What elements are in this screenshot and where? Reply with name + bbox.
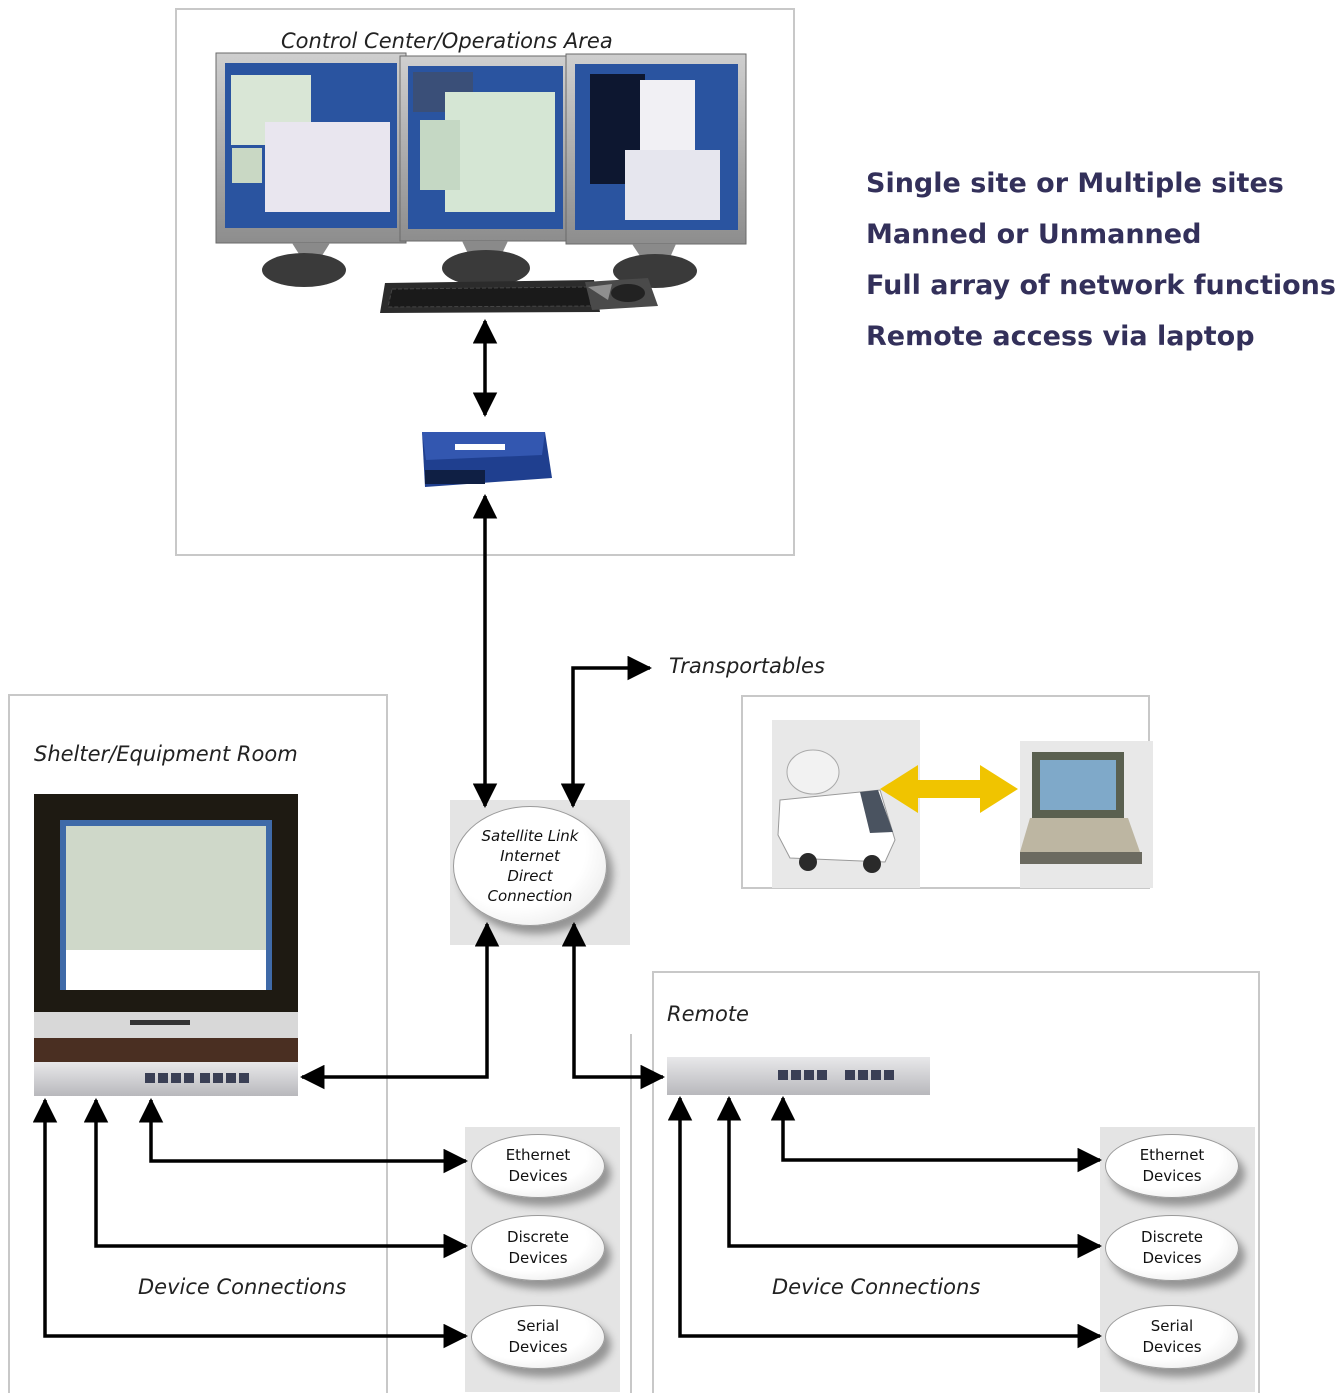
remote-device-connections-label: Device Connections [772, 1275, 981, 1299]
transportables-panel [741, 695, 1150, 889]
remote-discrete-devices: Discrete Devices [1105, 1215, 1239, 1281]
feature-item: Full array of network functions [866, 270, 1336, 301]
shelter-panel-extension [386, 1034, 632, 1393]
shelter-serial-devices: Serial Devices [471, 1305, 605, 1369]
control-center-panel [175, 8, 795, 556]
feature-list: Single site or Multiple sites Manned or … [866, 158, 1336, 362]
satellite-link-hub: Satellite Link Internet Direct Connectio… [453, 806, 607, 926]
feature-item: Remote access via laptop [866, 321, 1255, 352]
feature-item: Manned or Unmanned [866, 219, 1202, 250]
transportables-label: Transportables [669, 654, 825, 678]
shelter-ethernet-devices: Ethernet Devices [471, 1134, 605, 1198]
remote-ethernet-devices: Ethernet Devices [1105, 1134, 1239, 1198]
control-center-title: Control Center/Operations Area [281, 29, 613, 53]
remote-serial-devices: Serial Devices [1105, 1305, 1239, 1369]
arrow-hub-transportables [560, 655, 653, 809]
shelter-device-connections-label: Device Connections [138, 1275, 347, 1299]
remote-panel [652, 971, 1260, 1393]
shelter-discrete-devices: Discrete Devices [471, 1215, 605, 1281]
remote-title: Remote [667, 1002, 749, 1026]
shelter-title: Shelter/Equipment Room [34, 742, 298, 766]
feature-item: Single site or Multiple sites [866, 168, 1284, 199]
